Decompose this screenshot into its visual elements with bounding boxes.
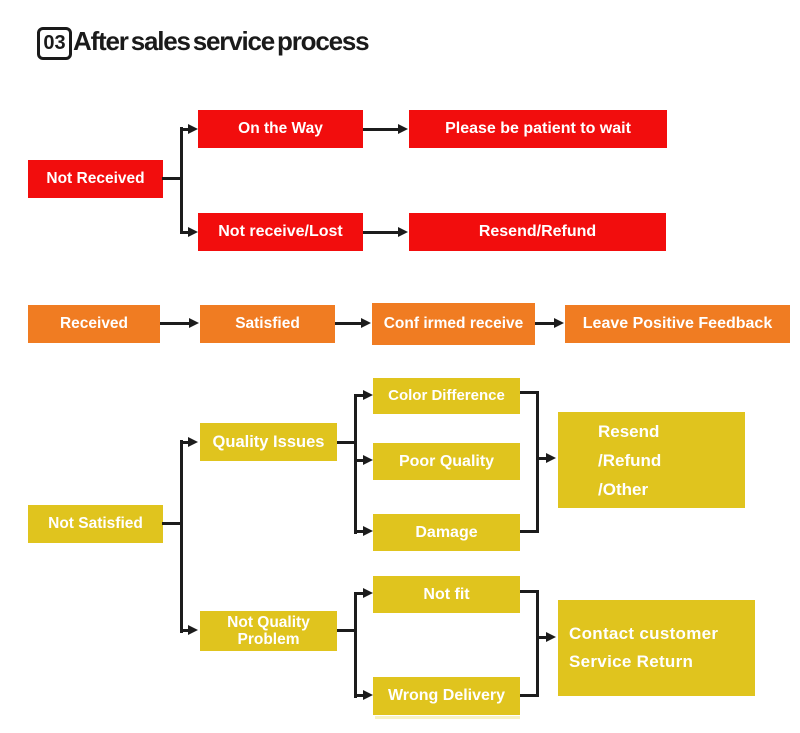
node-resend-refund-other: Resend /Refund /Other bbox=[558, 412, 745, 508]
connector-line bbox=[536, 457, 547, 460]
section-number-badge: 03 bbox=[37, 27, 72, 60]
partial-box-edge bbox=[375, 716, 520, 719]
connector-line bbox=[354, 394, 364, 397]
connector-line bbox=[354, 694, 364, 697]
result-line: Service Return bbox=[569, 652, 694, 671]
connector-line bbox=[363, 128, 398, 131]
connector-line bbox=[536, 391, 539, 533]
node-not-satisfied: Not Satisfied bbox=[28, 505, 163, 543]
connector-line bbox=[180, 441, 189, 444]
node-not-received: Not Received bbox=[28, 160, 163, 198]
node-satisfied: Satisfied bbox=[200, 305, 335, 343]
arrowhead-icon bbox=[363, 390, 373, 400]
connector-line bbox=[180, 127, 183, 234]
arrowhead-icon bbox=[546, 453, 556, 463]
node-leave-feedback: Leave Positive Feedback bbox=[565, 305, 790, 343]
connector-line bbox=[162, 177, 182, 180]
arrowhead-icon bbox=[363, 526, 373, 536]
result-line: /Other bbox=[598, 479, 649, 499]
connector-line bbox=[354, 459, 364, 462]
node-damage: Damage bbox=[373, 514, 520, 551]
connector-line bbox=[520, 694, 539, 697]
arrowhead-icon bbox=[188, 227, 198, 237]
node-on-the-way: On the Way bbox=[198, 110, 363, 148]
arrowhead-icon bbox=[361, 318, 371, 328]
connector-line bbox=[162, 522, 182, 525]
arrowhead-icon bbox=[363, 455, 373, 465]
connector-line bbox=[363, 231, 398, 234]
connector-line bbox=[337, 441, 356, 444]
connector-line bbox=[535, 322, 554, 325]
connector-line bbox=[520, 530, 539, 533]
connector-line bbox=[335, 322, 361, 325]
connector-line bbox=[180, 440, 183, 633]
node-not-quality-problem: Not Quality Problem bbox=[200, 611, 337, 651]
arrowhead-icon bbox=[398, 124, 408, 134]
node-contact-service-return: Contact customer Service Return bbox=[558, 600, 755, 696]
connector-line bbox=[536, 590, 539, 697]
arrowhead-icon bbox=[398, 227, 408, 237]
connector-line bbox=[520, 590, 539, 593]
node-color-difference: Color Difference bbox=[373, 378, 520, 414]
connector-line bbox=[354, 592, 364, 595]
result-line: Resend bbox=[598, 421, 660, 441]
node-poor-quality: Poor Quality bbox=[373, 443, 520, 480]
connector-line bbox=[337, 629, 356, 632]
node-quality-issues: Quality Issues bbox=[200, 423, 337, 461]
node-confirmed-receive: Conf irmed receive bbox=[372, 303, 535, 345]
connector-line bbox=[520, 391, 539, 394]
node-resend-refund: Resend/Refund bbox=[409, 213, 666, 251]
node-wrong-delivery: Wrong Delivery bbox=[373, 677, 520, 715]
arrowhead-icon bbox=[363, 690, 373, 700]
node-please-wait: Please be patient to wait bbox=[409, 110, 667, 148]
connector-line bbox=[354, 592, 357, 698]
arrowhead-icon bbox=[189, 318, 199, 328]
node-received: Received bbox=[28, 305, 160, 343]
node-not-fit: Not fit bbox=[373, 576, 520, 613]
arrowhead-icon bbox=[554, 318, 564, 328]
connector-line bbox=[354, 394, 357, 534]
connector-line bbox=[180, 231, 189, 234]
arrowhead-icon bbox=[188, 124, 198, 134]
arrowhead-icon bbox=[188, 625, 198, 635]
page-title: After sales service process bbox=[73, 26, 370, 56]
arrowhead-icon bbox=[363, 588, 373, 598]
connector-line bbox=[536, 636, 547, 639]
connector-line bbox=[180, 629, 189, 632]
arrowhead-icon bbox=[188, 437, 198, 447]
connector-line bbox=[354, 530, 364, 533]
result-line: Contact customer bbox=[569, 624, 719, 643]
connector-line bbox=[160, 322, 189, 325]
result-line: /Refund bbox=[598, 450, 662, 470]
connector-line bbox=[180, 128, 189, 131]
arrowhead-icon bbox=[546, 632, 556, 642]
node-not-receive-lost: Not receive/Lost bbox=[198, 213, 363, 251]
